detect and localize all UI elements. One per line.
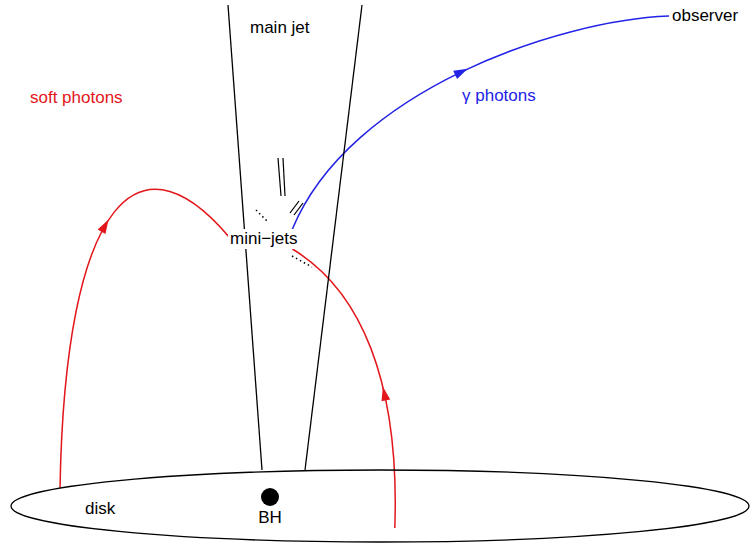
photon-curve — [292, 249, 395, 528]
arrowhead — [382, 387, 391, 402]
photon-path — [60, 189, 239, 488]
jet-edge — [305, 5, 362, 470]
photon-path — [292, 249, 395, 528]
photon-curve — [60, 189, 239, 488]
mini-jet-line — [290, 201, 299, 213]
photon-path — [292, 16, 669, 229]
dotted-mark — [292, 256, 312, 267]
mini-jets-region: mini−jets — [228, 229, 300, 249]
observer-label: observer — [672, 6, 738, 26]
node-text: main jet — [250, 18, 362, 38]
edge-label: soft photons — [30, 88, 123, 108]
arrowhead — [98, 220, 109, 234]
node-text: mini−jets — [228, 229, 300, 249]
edge-label: γ photons — [462, 86, 536, 106]
node-text: disk — [85, 499, 750, 519]
black-hole: BH — [255, 486, 285, 532]
dotted-mark — [256, 210, 268, 222]
mini-jet-line — [283, 158, 285, 196]
accretion-disk: diskBH — [10, 469, 750, 544]
photon-curve — [292, 16, 669, 229]
mini-jet-line — [278, 158, 281, 196]
disk-ellipse — [11, 470, 749, 542]
node-text: BH — [255, 508, 285, 528]
main-jet-cone: main jet mini−jets — [228, 0, 362, 470]
dot-outline — [255, 486, 285, 508]
ellipse-outline — [10, 469, 750, 544]
node-text: observer — [672, 6, 738, 26]
arrowhead — [453, 69, 468, 79]
black-hole-dot — [261, 488, 279, 506]
